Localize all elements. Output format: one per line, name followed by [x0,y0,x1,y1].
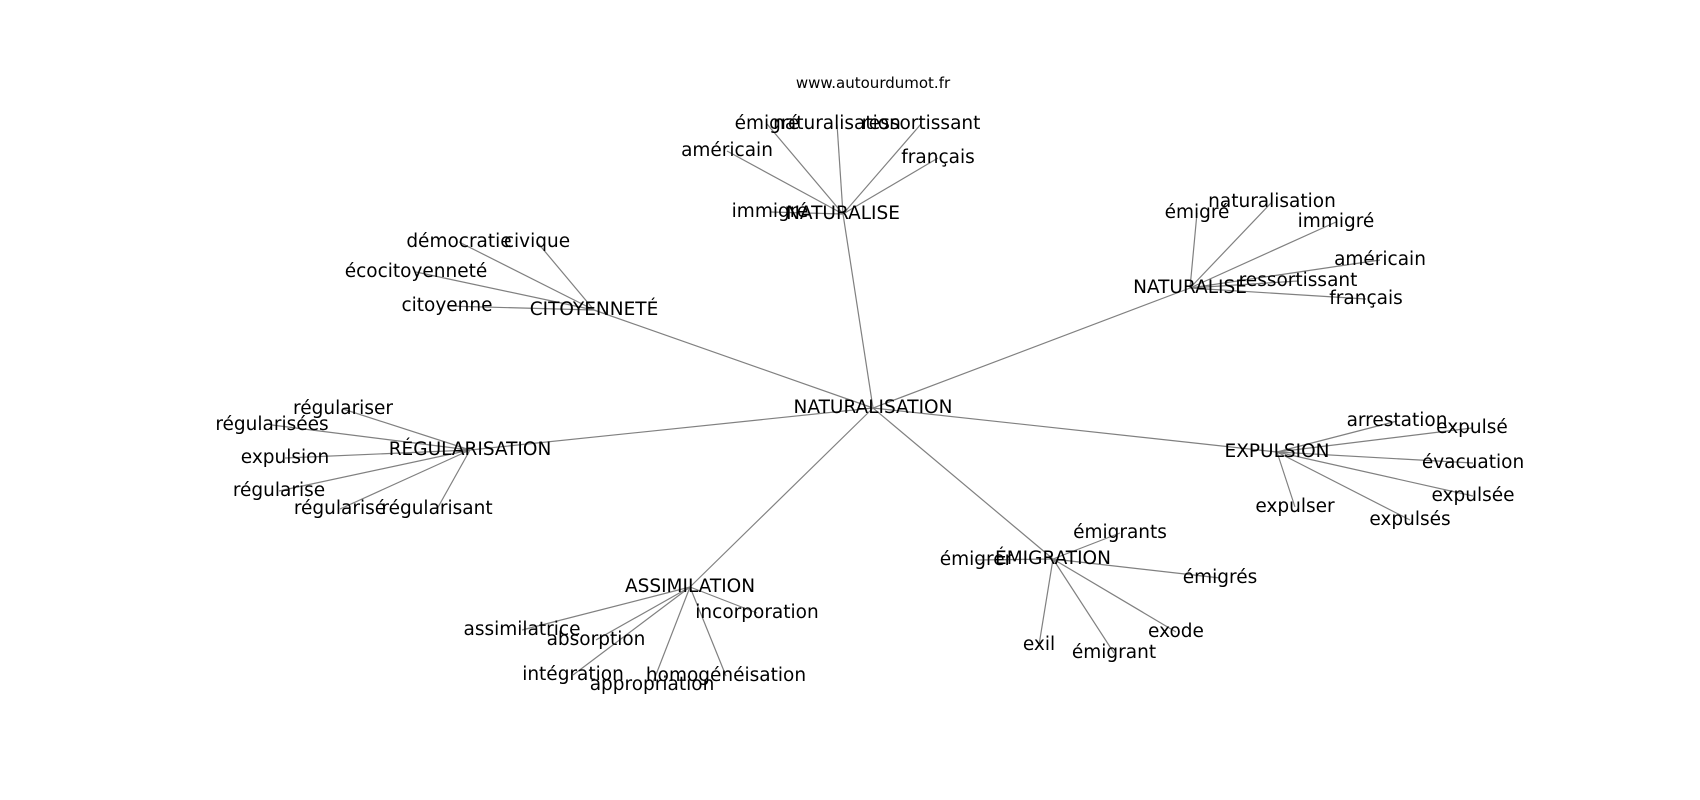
hub-to-term-edge [342,408,471,451]
term-node-label: émigrant [1072,642,1156,663]
term-node-label: expulsion [241,447,329,468]
center-to-hub-edge [872,407,1278,453]
term-node-label: immigré [732,201,809,222]
hub-to-term-edge [339,449,471,510]
center-to-hub-edge [689,407,874,588]
hub-to-term-edge [458,241,595,311]
center-to-hub-edge [469,407,874,451]
hub-to-term-edge [1276,451,1411,521]
term-node-label: civique [504,231,570,252]
hub-to-term-edge [521,586,691,631]
hub-node-label: EXPULSION [1225,441,1330,462]
graph-labels: www.autourdumot.fr NATURALISATION NATURAL… [215,74,1524,695]
hub-to-term-edge [1189,212,1198,289]
term-node-label: américain [681,140,773,161]
term-node-label: régularisant [381,498,492,519]
term-node-label: français [901,147,974,168]
source-url: www.autourdumot.fr [796,74,951,92]
hub-to-term-edge [536,241,595,311]
hub-to-term-edge [1038,558,1054,646]
term-node-label: absorption [547,629,646,650]
term-node-label: émigrer [940,549,1013,570]
hub-node-label: CITOYENNETÉ [530,298,659,320]
graph-edges [271,123,1474,686]
center-to-hub-edge [842,213,874,409]
term-node-label: émigré [735,113,800,134]
term-node-label: naturalisation [1208,191,1336,212]
term-node-label: exode [1148,621,1204,642]
hub-to-term-edge [436,449,471,510]
term-node-label: arrestation [1347,410,1448,431]
hub-to-term-edge [1189,259,1381,289]
hub-to-term-edge [415,271,595,311]
term-node-label: régularisées [215,414,328,435]
term-node-label: régulariser [293,398,393,419]
hub-node-label: NATURALISE [1133,277,1247,298]
term-node-label: émigré [1165,202,1230,223]
hub-to-term-edge [689,586,758,614]
center-to-hub-edge [872,407,1054,560]
hub-node-label: RÉGULARISATION [389,438,552,460]
term-node-label: expulsée [1431,485,1514,506]
term-node-label: appropriation [590,674,715,695]
term-node-label: homogénéisation [646,665,806,686]
term-node-label: régularisé [294,498,386,519]
hub-to-term-edge [1276,451,1474,464]
term-node-label: régularise [233,480,325,501]
hub-to-term-edge [1189,201,1273,289]
term-node-label: citoyenne [401,295,492,316]
hub-to-term-edge [284,449,471,459]
term-node-label: assimilatrice [464,619,581,640]
hub-to-term-edge [1276,451,1296,508]
hub-to-term-edge [572,586,691,676]
term-node-label: français [1329,288,1402,309]
term-node-label: incorporation [695,602,818,623]
hub-to-term-edge [689,586,727,677]
hub-to-term-edge [1189,280,1299,289]
term-node-label: évacuation [1422,452,1524,473]
term-node-label: émigrants [1073,522,1167,543]
hub-to-term-edge [842,157,939,215]
center-to-hub-edge [872,287,1191,409]
term-node-label: exil [1023,634,1055,655]
hub-to-term-edge [1189,221,1337,289]
term-node-label: démocratie [406,231,511,252]
term-node-label: ressortissant [862,113,981,134]
hub-to-term-edge [271,424,471,451]
hub-to-term-edge [836,123,844,215]
center-to-hub-edge [593,309,874,409]
hub-to-term-edge [278,449,471,492]
hub-to-term-edge [766,123,844,215]
term-node-label: écocitoyenneté [345,261,488,282]
hub-to-term-edge [1189,287,1367,300]
hub-to-term-edge [1052,532,1121,560]
term-node-label: expulser [1255,496,1335,517]
term-node-label: ressortissant [1239,270,1358,291]
hub-to-term-edge [975,558,1054,561]
hub-to-term-edge [446,305,595,311]
hub-to-term-edge [726,150,844,215]
hub-to-term-edge [769,211,844,215]
hub-to-term-edge [842,123,922,215]
hub-to-term-edge [1276,420,1398,453]
term-node-label: américain [1334,249,1426,270]
term-node-label: immigré [1298,211,1375,232]
hub-node-label: ÉMIGRATION [995,547,1111,569]
hub-to-term-edge [1052,558,1221,579]
hub-to-term-edge [1052,558,1115,654]
hub-node-label: ASSIMILATION [625,576,755,597]
hub-to-term-edge [595,586,691,641]
term-node-label: naturalisation [773,113,901,134]
term-node-label: expulsé [1436,417,1508,438]
hub-to-term-edge [1052,558,1177,633]
term-node-label: expulsés [1369,509,1450,530]
hub-to-term-edge [651,586,691,686]
center-node-label: NATURALISATION [794,397,953,418]
hub-to-term-edge [1276,427,1473,453]
hub-to-term-edge [1276,451,1474,497]
term-node-label: intégration [522,664,624,685]
hub-node-label: NATURALISE [786,203,900,224]
term-node-label: émigrés [1183,567,1258,588]
